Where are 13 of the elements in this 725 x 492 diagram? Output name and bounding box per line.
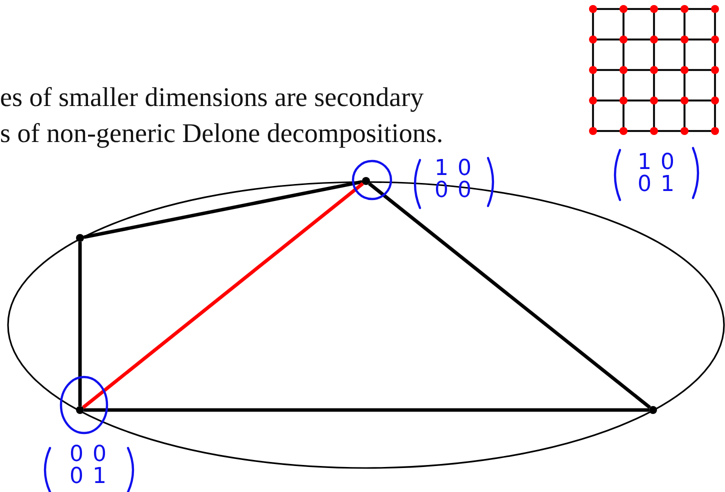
edge-line [84, 180, 362, 239]
text-line: s of non-generic Delone decompositions. [0, 118, 444, 149]
text-line: es of smaller dimensions are secondary [0, 82, 424, 113]
edge-line [368, 182, 651, 409]
vertex-dot [649, 406, 657, 414]
matrix-label: 0 0 0 1 [68, 444, 108, 488]
matrix-label: 1 0 0 1 [636, 152, 676, 196]
vertex-dot [362, 177, 370, 185]
edge-line [82, 182, 364, 409]
vertex-dot [76, 234, 84, 242]
edge-line [84, 408, 649, 412]
vertex-dot [76, 406, 84, 414]
edge-line [78, 242, 82, 406]
